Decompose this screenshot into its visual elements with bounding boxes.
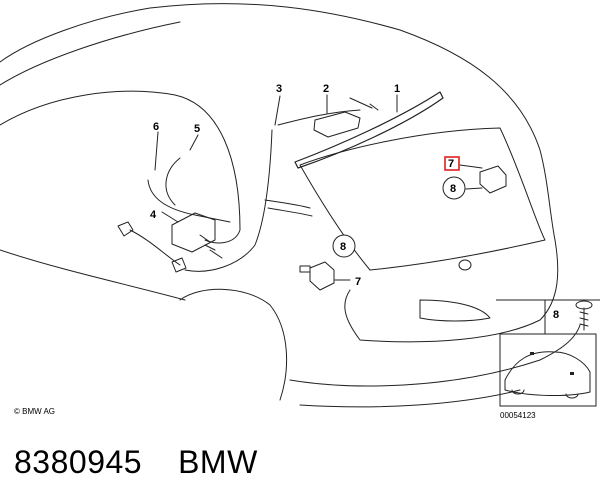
cable-to-amplifier [264, 199, 313, 217]
car-side-window [0, 90, 241, 244]
antenna-plug-left [117, 221, 134, 237]
cable-6 [147, 179, 231, 223]
antenna-plug-lower [171, 257, 187, 273]
overview-box [499, 333, 597, 407]
module-2-connector [349, 97, 379, 111]
overview-car [504, 351, 591, 396]
callout-5: 5 [194, 123, 200, 135]
leader-3 [274, 95, 281, 126]
leader-4 [161, 211, 179, 223]
copyright-text: © BMW AG [14, 407, 55, 416]
callout-7: 7 [355, 276, 361, 288]
amplifier-4-plugs [199, 234, 223, 259]
caption: 8380945 BMW [14, 444, 258, 481]
trunk-badge [458, 259, 472, 271]
cable-5 [165, 157, 181, 206]
overview-wheel-1 [511, 389, 525, 395]
leader-7-right [459, 164, 483, 169]
car-roof-outline [0, 3, 401, 63]
callout-8-a: 8 [450, 183, 456, 195]
callout-box-7 [444, 156, 460, 171]
callout-8-b: 8 [340, 241, 346, 253]
leader-5 [189, 134, 199, 151]
amplifier-4 [171, 212, 216, 253]
screw-shank [579, 307, 589, 331]
wheel-arch [179, 288, 287, 401]
trunk-lid-lower [344, 239, 559, 343]
callout-7-box: 7 [448, 158, 454, 170]
callout-circle-8-b [332, 234, 356, 258]
callout-4: 4 [150, 209, 157, 221]
leader-6 [154, 131, 159, 171]
callout-circle-8-a [442, 176, 466, 200]
car-trunk-outline [399, 29, 556, 241]
overview-marker-1 [530, 352, 534, 355]
rear-bumper-lower [299, 389, 521, 408]
module-7-left-tab [299, 265, 311, 273]
callout-2: 2 [323, 83, 329, 95]
module-7-right [479, 165, 507, 194]
car-roof-inner [0, 21, 181, 86]
cable-4-long [129, 229, 181, 266]
tail-light [419, 299, 491, 322]
callout-6: 6 [153, 121, 159, 133]
callout-3: 3 [276, 83, 282, 95]
image-code: 00054123 [500, 411, 536, 420]
parts-diagram: 1 2 3 4 5 6 7 7 8 8 8 © BMW AG 00054123 [0, 3, 600, 420]
overview-wheel-2 [565, 393, 579, 399]
cable-harness-3 [184, 129, 273, 272]
module-2 [313, 111, 361, 138]
bumper-line [289, 324, 581, 387]
overview-marker-2 [570, 372, 574, 375]
leader-8-a [465, 187, 483, 190]
callout-8-side: 8 [553, 309, 559, 321]
screw-head [575, 300, 593, 310]
callout-1: 1 [394, 83, 400, 95]
part-number: 8380945 [14, 444, 143, 480]
cable-harness-3b [277, 109, 361, 126]
spoiler-antenna-strip [294, 91, 444, 169]
module-7-left [309, 261, 335, 291]
brand-name: BMW [178, 444, 258, 480]
car-lower-side [0, 249, 186, 301]
